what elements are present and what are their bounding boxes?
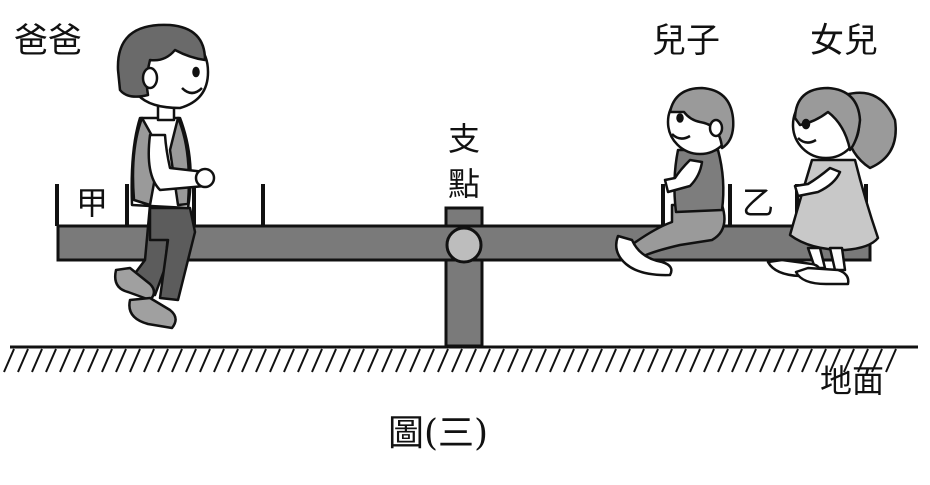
ground-hatch-line	[675, 348, 687, 373]
ground-hatch-line	[535, 348, 547, 373]
ground-hatch-line	[563, 348, 575, 373]
ground-hatch-line	[871, 348, 883, 373]
ground-hatch-line	[829, 348, 841, 373]
ground-hatch-line	[409, 348, 421, 373]
ground-hatch-line	[339, 348, 351, 373]
ground-hatch-line	[633, 348, 645, 373]
ground-hatch-line	[101, 348, 113, 373]
ground-hatch-line	[269, 348, 281, 373]
ground-hatch-line	[619, 348, 631, 373]
label-dad: 爸爸	[14, 21, 82, 61]
ground-hatch-line	[157, 348, 169, 373]
ground-hatch-line	[451, 348, 463, 373]
label-peg-b: 乙	[742, 184, 774, 222]
ground-hatch-line	[325, 348, 337, 373]
ground	[3, 345, 918, 373]
ground-hatch-line	[493, 348, 505, 373]
ground-hatch-line	[297, 348, 309, 373]
ground-hatch-line	[311, 348, 323, 373]
ground-hatch-line	[815, 348, 827, 373]
ground-hatch-line	[129, 348, 141, 373]
ground-hatch-line	[857, 348, 869, 373]
ground-hatch-line	[59, 348, 71, 373]
ground-hatch-line	[507, 348, 519, 373]
daughter-figure	[766, 86, 897, 286]
ground-hatch-line	[465, 348, 477, 373]
ground-hatch-line	[423, 348, 435, 373]
figure-caption: 圖(三)	[388, 413, 488, 454]
ground-hatch-line	[45, 348, 57, 373]
ground-hatch-line	[353, 348, 365, 373]
son-figure	[615, 86, 735, 277]
ground-hatch-line	[731, 348, 743, 373]
pivot-circle	[445, 226, 483, 264]
ground-hatch-line	[801, 348, 813, 373]
ground-hatch-line	[73, 348, 85, 373]
ground-hatch-line	[3, 348, 15, 373]
ground-hatch-line	[549, 348, 561, 373]
ground-hatch-line	[759, 348, 771, 373]
dad-figure	[114, 23, 216, 330]
label-son: 兒子	[652, 21, 720, 61]
ground-hatch-line	[745, 348, 757, 373]
ground-hatch-line	[213, 348, 225, 373]
ground-hatch-line	[87, 348, 99, 373]
ground-hatch-line	[367, 348, 379, 373]
ground-hatch-line	[577, 348, 589, 373]
label-ground: 地面	[820, 362, 884, 400]
ground-hatch-line	[255, 348, 267, 373]
ground-hatch-line	[143, 348, 155, 373]
ground-hatch-line	[885, 348, 897, 373]
ground-hatch-line	[787, 348, 799, 373]
label-daughter: 女兒	[810, 21, 878, 61]
ground-hatch-line	[703, 348, 715, 373]
ground-hatch-line	[521, 348, 533, 373]
ground-hatch-line	[171, 348, 183, 373]
label-fulcrum-bottom: 點	[448, 165, 480, 203]
ground-hatch-line	[689, 348, 701, 373]
ground-hatch-line	[241, 348, 253, 373]
ground-hatch-line	[591, 348, 603, 373]
ground-hatch-line	[31, 348, 43, 373]
ground-hatch-line	[843, 348, 855, 373]
ground-hatch-line	[605, 348, 617, 373]
label-fulcrum-top: 支	[448, 120, 480, 158]
ground-hatch-line	[437, 348, 449, 373]
ground-hatch-line	[717, 348, 729, 373]
ground-hatch-line	[115, 348, 127, 373]
ground-hatch-line	[479, 348, 491, 373]
ground-hatch-line	[17, 348, 29, 373]
ground-hatch-line	[773, 348, 785, 373]
ground-hatch-line	[381, 348, 393, 373]
ground-hatch-line	[283, 348, 295, 373]
ground-hatch-line	[185, 348, 197, 373]
ground-hatch-line	[199, 348, 211, 373]
label-peg-a: 甲	[76, 184, 108, 222]
ground-hatch-line	[227, 348, 239, 373]
ground-hatch-line	[395, 348, 407, 373]
ground-hatch-line	[661, 348, 673, 373]
ground-hatch-line	[647, 348, 659, 373]
